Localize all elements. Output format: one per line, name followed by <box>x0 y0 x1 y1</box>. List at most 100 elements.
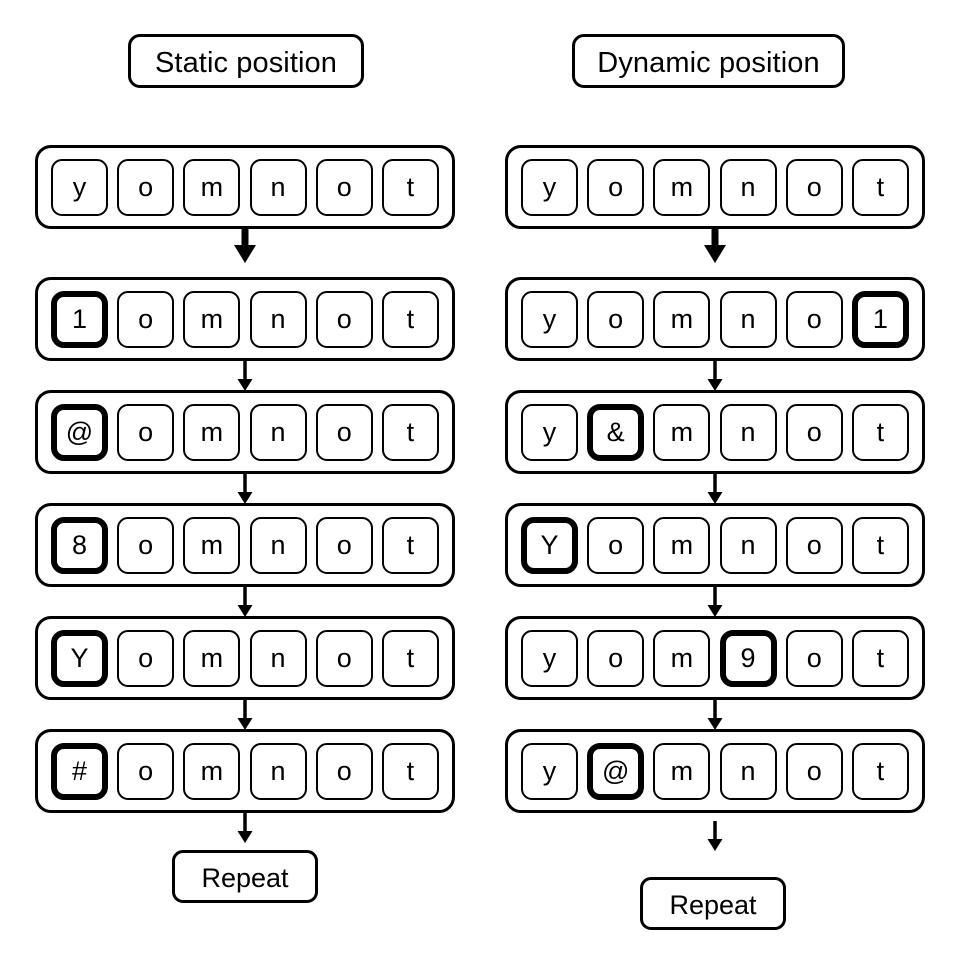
character-cell-highlighted: 1 <box>51 290 108 348</box>
character-cell: n <box>249 158 307 216</box>
character-cell: m <box>653 290 711 348</box>
column-header-dynamic: Dynamic position <box>572 34 845 88</box>
flow-arrow <box>700 229 730 268</box>
down-arrow-icon <box>237 813 253 843</box>
down-arrow-icon <box>237 700 253 730</box>
flow-arrow <box>230 700 260 735</box>
character-cell: o <box>315 516 373 574</box>
character-cell: m <box>183 742 241 800</box>
character-cell-highlighted: 1 <box>851 290 909 348</box>
flow-arrow <box>230 361 260 396</box>
character-cell: t <box>381 403 439 461</box>
character-cell: t <box>381 290 439 348</box>
flow-arrow <box>230 229 260 268</box>
flow-arrow <box>700 700 730 735</box>
flow-arrow <box>700 821 730 856</box>
down-arrow-icon <box>707 700 723 730</box>
character-cell: t <box>381 516 439 574</box>
character-cell: m <box>183 516 241 574</box>
character-cell: m <box>653 403 711 461</box>
character-cell: o <box>785 403 843 461</box>
character-cell: o <box>587 516 645 574</box>
down-arrow-icon <box>707 361 723 391</box>
character-cell: m <box>183 403 241 461</box>
character-cell: n <box>249 516 307 574</box>
character-cell: o <box>117 158 175 216</box>
flow-arrow <box>700 587 730 622</box>
character-cell-highlighted: 8 <box>51 516 108 574</box>
character-cell: o <box>785 158 843 216</box>
character-cell: o <box>315 158 373 216</box>
character-cell: t <box>851 403 909 461</box>
character-cell: y <box>521 742 578 800</box>
character-cell: o <box>785 516 843 574</box>
character-cell: n <box>719 158 777 216</box>
character-cell: y <box>521 629 578 687</box>
character-cell-highlighted: & <box>587 403 645 461</box>
character-cell: t <box>851 629 909 687</box>
character-cell-highlighted: Y <box>521 516 578 574</box>
character-cell: o <box>117 629 175 687</box>
character-cell: m <box>653 158 711 216</box>
down-arrow-icon <box>237 361 253 391</box>
flow-arrow <box>700 361 730 396</box>
down-arrow-icon <box>704 229 726 263</box>
character-cell: n <box>719 516 777 574</box>
character-cell: m <box>653 742 711 800</box>
character-cell: n <box>249 742 307 800</box>
flow-arrow <box>700 474 730 509</box>
character-cell: o <box>587 290 645 348</box>
character-cell: o <box>117 516 175 574</box>
flow-arrow <box>230 813 260 848</box>
character-cell: o <box>315 629 373 687</box>
character-cell: o <box>315 742 373 800</box>
character-cell: m <box>183 158 241 216</box>
character-cell: o <box>587 158 645 216</box>
down-arrow-icon <box>707 474 723 504</box>
down-arrow-icon <box>237 587 253 617</box>
down-arrow-icon <box>707 587 723 617</box>
character-cell: n <box>719 403 777 461</box>
character-cell: o <box>587 629 645 687</box>
character-cell: t <box>851 158 909 216</box>
character-cell: o <box>785 290 843 348</box>
flow-arrow <box>230 587 260 622</box>
character-cell: y <box>521 403 578 461</box>
repeat-box-dynamic: Repeat <box>640 877 786 930</box>
character-cell: t <box>381 629 439 687</box>
character-cell: y <box>521 158 578 216</box>
character-cell-highlighted: 9 <box>719 629 777 687</box>
repeat-box-static: Repeat <box>172 850 318 903</box>
character-cell: n <box>719 290 777 348</box>
character-cell: m <box>653 629 711 687</box>
down-arrow-icon <box>237 474 253 504</box>
character-cell: o <box>785 629 843 687</box>
character-cell: t <box>851 742 909 800</box>
character-cell: y <box>521 290 578 348</box>
character-cell: t <box>381 742 439 800</box>
character-cell: n <box>249 629 307 687</box>
character-cell-highlighted: # <box>51 742 108 800</box>
character-cell: o <box>315 290 373 348</box>
character-cell: n <box>719 742 777 800</box>
character-cell: o <box>117 290 175 348</box>
character-cell: o <box>315 403 373 461</box>
down-arrow-icon <box>707 821 723 851</box>
character-cell: n <box>249 403 307 461</box>
character-cell: o <box>117 403 175 461</box>
character-cell: o <box>785 742 843 800</box>
character-cell-highlighted: Y <box>51 629 108 687</box>
character-cell: t <box>381 158 439 216</box>
character-cell-highlighted: @ <box>587 742 645 800</box>
